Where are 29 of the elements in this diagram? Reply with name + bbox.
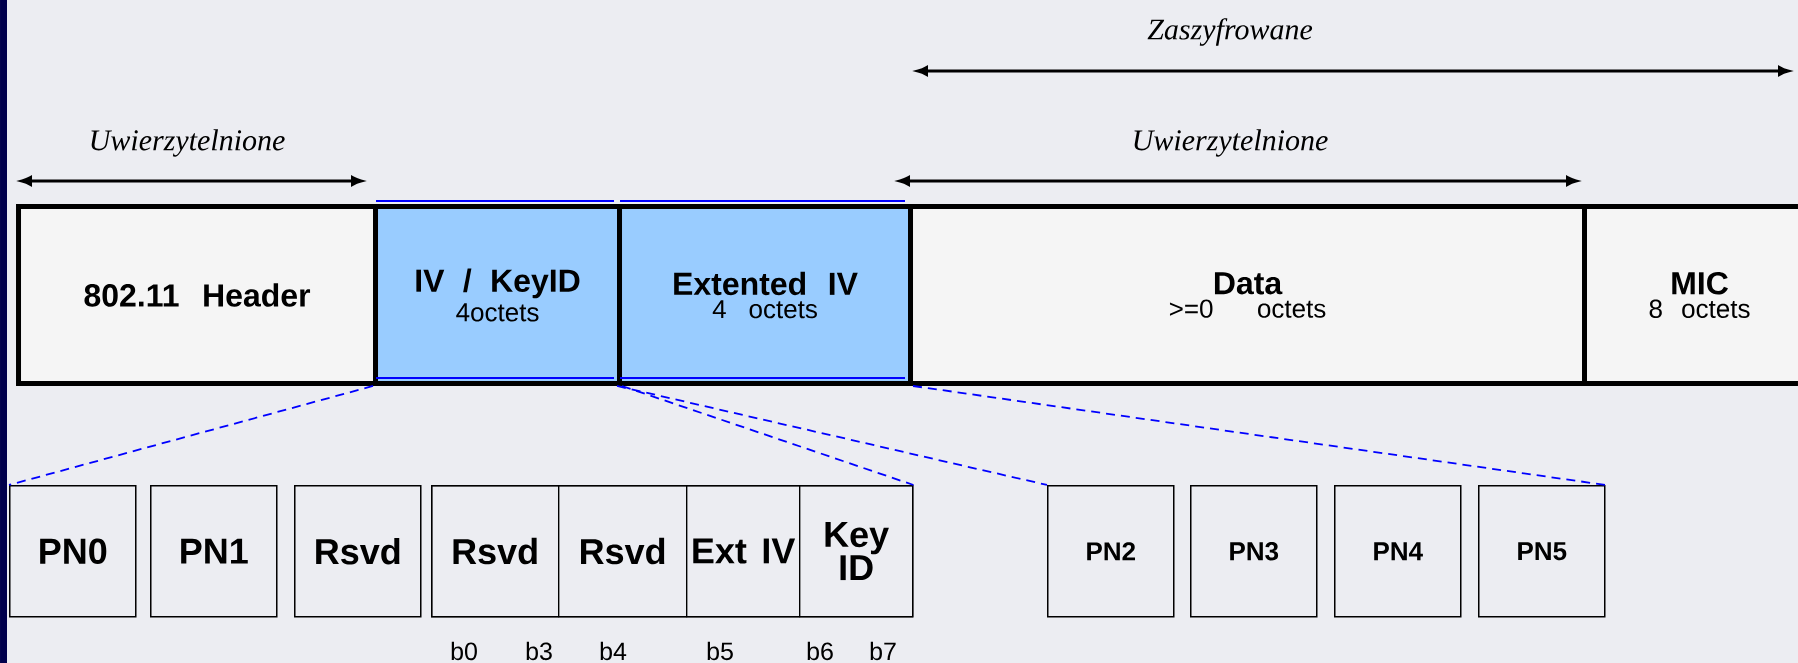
field-cell: Key ID [799, 485, 914, 618]
expansion-line [621, 385, 915, 486]
bit-label: b7 [870, 641, 896, 661]
expansion-line [912, 385, 1607, 486]
field-cell: Rsvd [431, 485, 560, 618]
field-cell: PN3 [1190, 485, 1318, 618]
field-cell: PN0 [9, 485, 137, 618]
field-cell: Ext IV [686, 485, 801, 618]
frame-field: 802.11 Header [16, 204, 378, 386]
field-cell: PN4 [1334, 485, 1462, 618]
span-label: Uwierzytelnione [1134, 129, 1328, 157]
bit-label: b4 [600, 641, 627, 661]
span-label: Uwierzytelnione [91, 129, 285, 157]
expansion-line [616, 385, 1048, 486]
field-cell: Rsvd [294, 485, 422, 618]
frame-field: MIC 8 octets [1582, 204, 1798, 386]
bit-label: b6 [807, 641, 833, 661]
field-cell: Rsvd [558, 485, 688, 618]
bit-label: b0 [451, 641, 477, 661]
expansion-line [8, 385, 374, 486]
frame-field: Extented IV 4 octets [617, 200, 913, 386]
frame-field: IV / KeyID 4octets [373, 200, 622, 386]
bit-label: b3 [526, 641, 552, 661]
bit-label: b5 [707, 641, 733, 661]
field-cell: PN1 [150, 485, 278, 618]
span-label: Zaszyfrowane [1147, 18, 1313, 46]
field-cell: PN2 [1047, 485, 1175, 618]
field-group [431, 485, 914, 618]
field-cell: PN5 [1478, 485, 1606, 618]
